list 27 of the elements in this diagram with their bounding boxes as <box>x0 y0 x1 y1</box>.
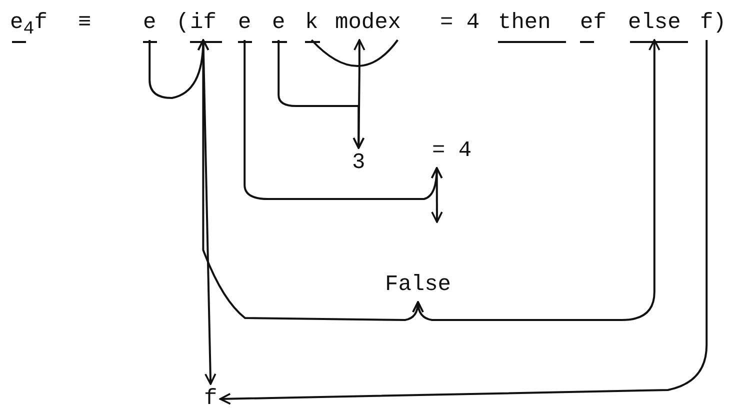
term-text: e <box>272 10 286 36</box>
double-arrow <box>412 39 660 321</box>
connector-curve <box>310 39 398 67</box>
arrow <box>219 40 708 405</box>
formula-text: = 4 <box>440 10 480 36</box>
term-text: False <box>385 272 452 298</box>
term-text: e <box>143 10 156 36</box>
formula-text: ef <box>580 10 606 36</box>
term-text: = 4 <box>432 138 472 164</box>
keyword-text: then <box>498 10 551 36</box>
term-text: modex <box>335 10 402 36</box>
term-text: e <box>238 10 252 36</box>
parenthesis: ) <box>713 10 726 36</box>
formula-text: e$_{4}$f <box>10 10 48 42</box>
double-arrow <box>198 39 216 385</box>
double-arrow <box>352 39 366 149</box>
equivalence-sign: ≡ <box>78 10 92 36</box>
term-text: 3 <box>352 150 366 176</box>
parenthesis: ( <box>176 10 190 36</box>
term-text: f <box>204 386 218 412</box>
term-text: k <box>305 10 318 36</box>
term-text: if <box>190 10 216 36</box>
term-text: else <box>628 10 681 36</box>
arrow <box>244 40 442 200</box>
arrow <box>148 39 209 99</box>
arrow <box>278 40 364 149</box>
term-text: f <box>700 10 714 36</box>
